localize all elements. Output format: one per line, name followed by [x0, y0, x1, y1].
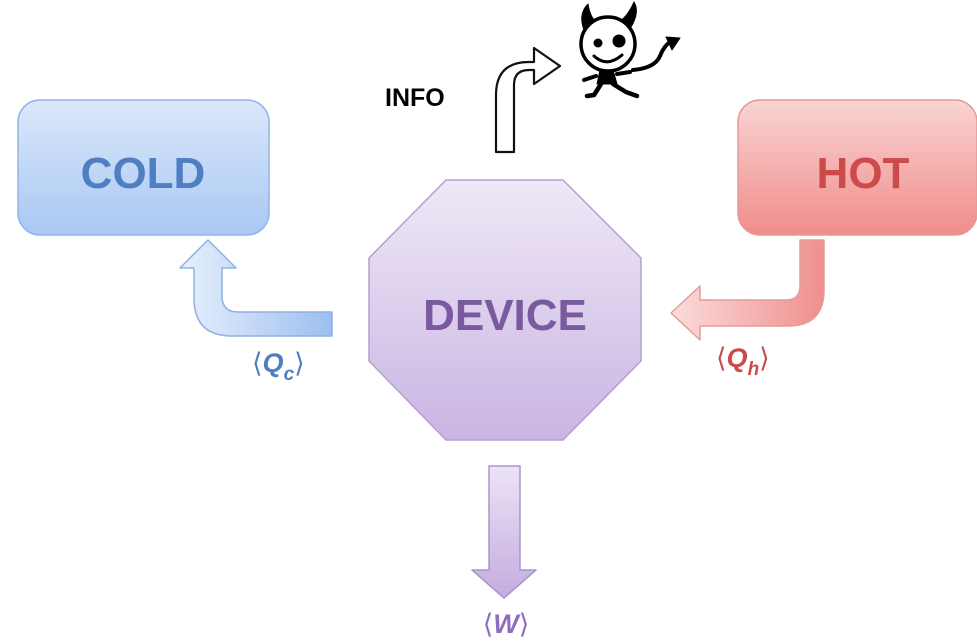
work-arrow — [471, 465, 537, 599]
heat-hot-close-bracket: ⟩ — [759, 343, 770, 373]
heat-hot-arrow — [670, 239, 825, 341]
device-label: DEVICE — [423, 291, 587, 340]
hot-reservoir: HOT — [737, 99, 977, 236]
work-open-bracket: ⟨ — [483, 609, 494, 639]
heat-hot-symbol: Q — [727, 343, 748, 373]
heat-cold-close-bracket: ⟩ — [294, 348, 305, 378]
demon-icon — [579, 1, 681, 99]
work-close-bracket: ⟩ — [519, 609, 530, 639]
heat-cold-open-bracket: ⟨ — [252, 348, 263, 378]
heat-cold-subscript: c — [284, 364, 295, 385]
info-label: INFO — [385, 84, 445, 112]
heat-hot-label: ⟨Qh⟩ — [716, 343, 770, 380]
heat-hot-open-bracket: ⟨ — [716, 343, 727, 373]
info-arrow: INFO — [385, 46, 562, 154]
work-label: ⟨W⟩ — [483, 609, 530, 639]
work-symbol: W — [493, 609, 521, 639]
cold-reservoir: COLD — [17, 99, 270, 236]
cold-label: COLD — [81, 149, 206, 198]
device-octagon: DEVICE — [368, 179, 642, 441]
heat-cold-arrow — [179, 239, 333, 337]
heat-hot-subscript: h — [748, 359, 760, 380]
hot-label: HOT — [817, 149, 910, 198]
heat-cold-label: ⟨Qc⟩ — [252, 348, 305, 385]
heat-cold-symbol: Q — [263, 348, 284, 378]
